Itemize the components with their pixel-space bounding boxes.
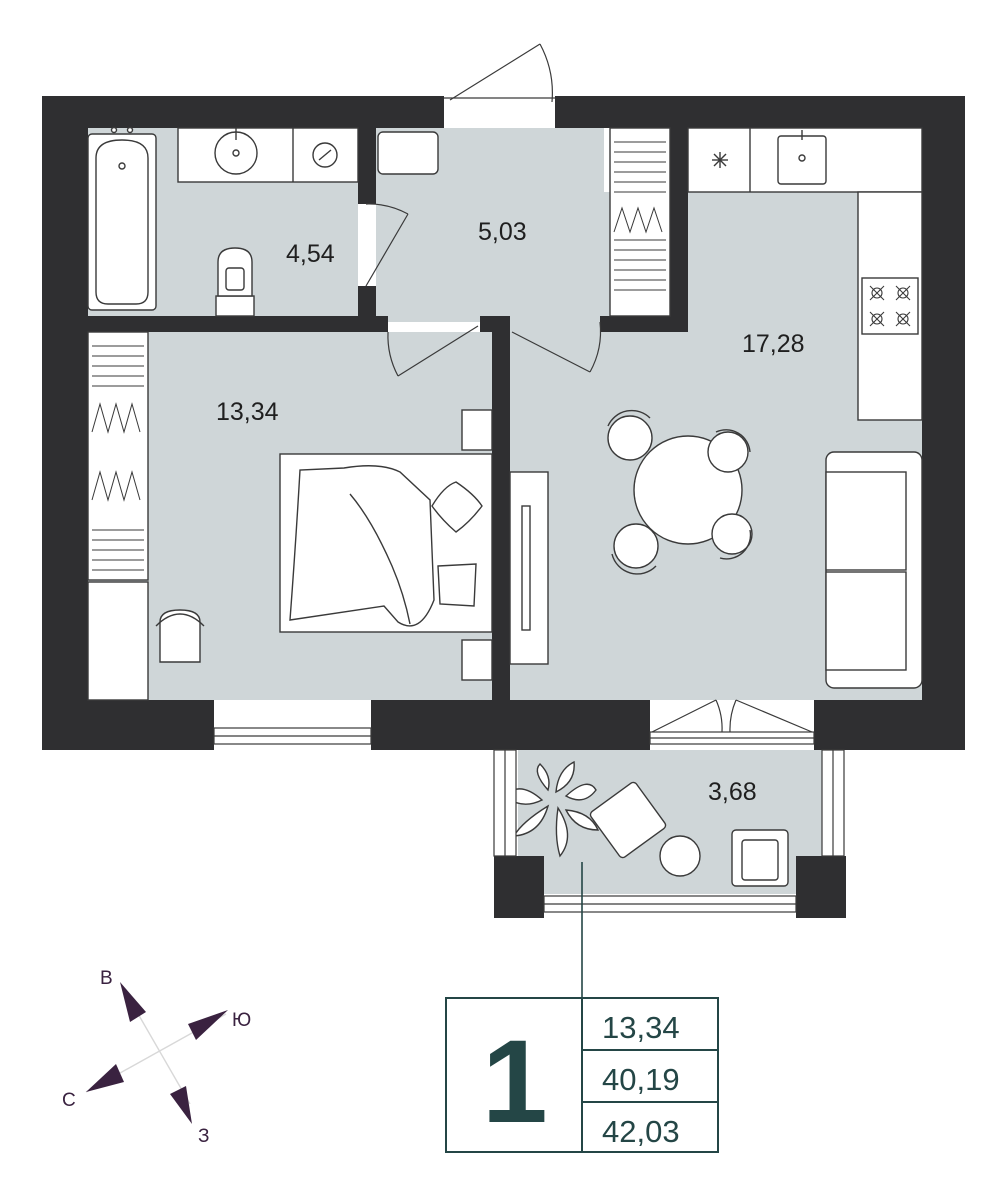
nightstand-bottom [461,639,493,681]
dining-chairs [607,409,753,575]
hallway-area: 5,03 [478,218,527,246]
wardrobe [609,127,671,317]
balcony-area: 3,68 [708,778,757,806]
compass-label-v: В [100,968,113,989]
wall-bottom-mid [371,700,650,750]
balcony-pillar-right [796,856,846,918]
bathtub-inner [95,139,149,305]
total-with-balcony-value: 42,03 [602,1114,680,1149]
compass-label-s: С [62,1090,76,1111]
hallway-shelf [377,131,439,175]
nightstand-top [461,409,493,451]
compass-arrow-sw [170,1086,192,1124]
wall-bottom-right [814,700,965,750]
wall-top-left [42,96,444,128]
doors [365,43,813,733]
bed-blanket [289,465,435,627]
fridge-snowflake-icon [712,152,728,168]
compass: В Ю С З [62,968,251,1147]
wall-hall-closet [670,128,688,332]
compass-label-z: З [198,1126,209,1147]
compass-label-yu: Ю [232,1010,251,1031]
wall-bath-bedroom [88,316,388,332]
wall-right [922,96,965,750]
compass-arrow-se [188,1010,228,1040]
tv-icon [521,505,531,631]
pillow-icon [431,481,483,533]
wall-bottom-left [42,700,214,750]
bathtub-tap-right [126,126,134,134]
stove-burners [869,285,911,327]
wall-bath-hall-top [358,128,376,204]
desk [87,581,149,701]
bedroom-wardrobe [87,331,149,581]
entrance-door[interactable] [449,43,553,103]
balcony-door-left[interactable] [651,699,723,733]
balcony-door-right[interactable] [729,699,813,733]
balcony-armchair [589,781,667,859]
bedroom-area: 13,34 [216,398,279,426]
balcony-pillar-left [494,856,544,918]
hall-kitchen-link-floor [510,316,610,336]
bathroom-area: 4,54 [286,240,335,268]
bedroom-wardrobe-hangers [91,345,144,571]
room-labels: 4,54 5,03 17,28 13,34 3,68 [216,218,805,806]
windows [213,727,845,913]
bedroom-door[interactable] [387,325,479,377]
wall-left [42,96,88,750]
bathtub-drain [118,162,126,170]
room-count: 1 [482,1016,548,1148]
kitchen-door[interactable] [511,321,602,373]
bathroom-door[interactable] [365,203,409,287]
wall-hall-closet-bottom [600,316,688,332]
pillow-icon-2 [437,563,477,607]
compass-arrow-ne [120,982,146,1022]
compass-arrow-nw [86,1064,124,1092]
wardrobe-hangers [613,141,666,291]
wall-top-right [555,96,965,128]
toilet-tank [215,295,255,317]
furniture [87,126,923,887]
kitchen-living-area: 17,28 [742,330,805,358]
bathtub-tap-left [110,126,118,134]
wall-bedroom-living [492,316,510,700]
living-area-value: 13,34 [602,1010,680,1045]
balcony-table [659,835,701,877]
total-area-value: 40,19 [602,1062,680,1097]
wall-bedroom-living-cap [480,316,510,332]
bedroom-chair [159,609,201,663]
info-table: 1 13,34 40,19 42,03 [445,862,719,1153]
walls [42,96,965,918]
